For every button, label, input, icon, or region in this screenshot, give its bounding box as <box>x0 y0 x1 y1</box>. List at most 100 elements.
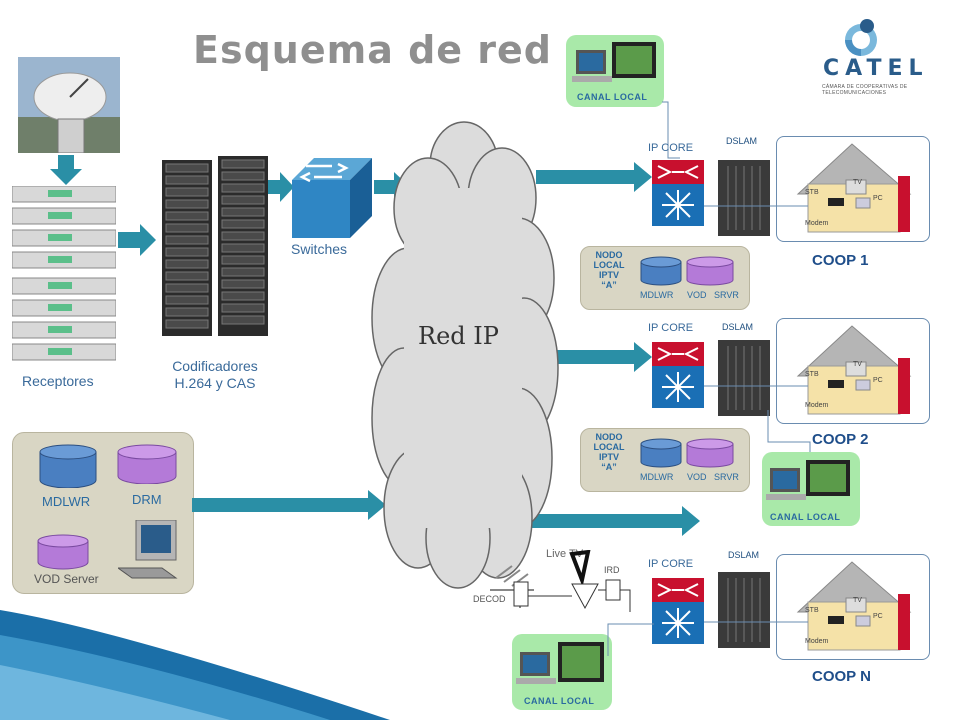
encoder-unit <box>165 223 209 233</box>
database-icon <box>39 444 97 488</box>
connector-line <box>662 101 680 159</box>
computer-icon <box>118 520 178 579</box>
coop-label: COOP 2 <box>812 431 869 448</box>
nodo-label: NODO LOCAL IPTV “A” <box>584 250 634 290</box>
nodo-line4: “A” <box>601 462 617 472</box>
receiver-display <box>48 212 72 219</box>
tv-monitor-icon <box>766 460 850 500</box>
dslam-label: DSLAM <box>728 550 760 560</box>
ip-cloud <box>371 121 559 589</box>
encoder-unit <box>165 259 209 269</box>
receivers-icon <box>12 186 116 361</box>
receiver-display <box>48 190 72 197</box>
arrow-right-icon <box>192 490 386 520</box>
dslam-label: DSLAM <box>722 322 754 332</box>
nodo-mdlwr-label: MDLWR <box>640 472 674 482</box>
tv-monitor-icon <box>516 642 604 684</box>
router-icon <box>652 342 704 408</box>
connector-line <box>704 205 808 207</box>
database-icon <box>640 256 682 286</box>
receptores-label: Receptores <box>22 373 94 389</box>
encoder-unit <box>221 303 265 313</box>
dslam-label: DSLAM <box>726 136 758 146</box>
nodo-mdlwr-label: MDLWR <box>640 290 674 300</box>
receiver-display <box>48 326 72 333</box>
encoder-unit <box>221 243 265 253</box>
database-icon <box>37 534 89 570</box>
house-pc-label: PC <box>873 613 883 620</box>
dslam-rack-icon <box>718 340 770 416</box>
encoder-unit <box>221 279 265 289</box>
house-modem-label: Modem <box>805 402 829 409</box>
house-tv-label: TV <box>853 597 862 604</box>
decod-label: DECOD <box>473 594 506 604</box>
arrow-right-icon <box>536 162 652 192</box>
receiver-display <box>48 234 72 241</box>
coop-label: COOP 1 <box>812 252 869 269</box>
nodo-vod-label: VOD <box>687 290 707 300</box>
house-stb-label: STB <box>805 607 819 614</box>
database-icon <box>686 438 734 468</box>
encoder-unit <box>165 307 209 317</box>
database-icon <box>640 438 682 468</box>
ip-core-label: IP CORE <box>648 142 694 154</box>
database-icon <box>117 444 177 484</box>
nodo-line3: IPTV <box>598 452 619 462</box>
encoder-unit <box>221 291 265 301</box>
coop-label: COOP N <box>812 668 871 685</box>
encoder-unit <box>221 315 265 325</box>
ird-label: IRD <box>604 565 620 575</box>
encoder-unit <box>165 295 209 305</box>
house-tv-label: TV <box>853 179 862 186</box>
server-drm-label: DRM <box>132 492 162 507</box>
encoder-unit <box>165 163 209 173</box>
nodo-srvr-label: SRVR <box>714 290 739 300</box>
encoder-unit <box>165 211 209 221</box>
page-title: Esquema de red <box>193 28 552 72</box>
nodo-vod-label: VOD <box>687 472 707 482</box>
encoder-unit <box>221 255 265 265</box>
house-tv-label: TV <box>853 361 862 368</box>
nodo-label: NODO LOCAL IPTV “A” <box>584 432 634 472</box>
connector-line <box>704 621 808 623</box>
decorative-swoosh <box>0 610 390 720</box>
encoder-unit <box>221 231 265 241</box>
nodo-srvr-label: SRVR <box>714 472 739 482</box>
arrow-down-icon <box>50 155 82 185</box>
encoder-unit <box>221 219 265 229</box>
house-icon <box>796 561 912 651</box>
dslam-rack-icon <box>718 572 770 648</box>
encoder-unit <box>165 271 209 281</box>
encoder-rack-icon <box>162 156 268 336</box>
nodo-line4: “A” <box>601 280 617 290</box>
house-modem-label: Modem <box>805 220 829 227</box>
catel-logo: CATEL CÁMARA DE COOPERATIVAS DE TELECOMU… <box>795 12 955 96</box>
encoder-unit <box>165 319 209 329</box>
database-icon <box>686 256 734 286</box>
encoder-unit <box>165 247 209 257</box>
house-modem-label: Modem <box>805 638 829 645</box>
house-pc-label: PC <box>873 195 883 202</box>
vod-server-label: VOD Server <box>34 572 99 586</box>
catel-logo-mark <box>845 19 877 56</box>
satellite-dish-icon <box>18 57 120 153</box>
logo-subtitle: CÁMARA DE COOPERATIVAS DE TELECOMUNICACI… <box>822 84 908 96</box>
canal-local-label: CANAL LOCAL <box>524 696 595 706</box>
arrow-right-icon <box>500 506 700 536</box>
nodo-line2: LOCAL <box>593 442 625 452</box>
arrow-right-icon <box>268 172 294 202</box>
logo-name: CATEL <box>823 56 929 81</box>
switches-label: Switches <box>291 241 348 257</box>
router-icon <box>652 160 704 226</box>
encoder-unit <box>221 195 265 205</box>
encoder-unit <box>221 207 265 217</box>
nodo-line2: LOCAL <box>593 260 625 270</box>
encoder-unit <box>221 171 265 181</box>
house-icon <box>796 143 912 233</box>
house-stb-label: STB <box>805 371 819 378</box>
receiver-display <box>48 304 72 311</box>
receiver-display <box>48 256 72 263</box>
codificadores-label: Codificadores H.264 y CAS <box>150 358 280 392</box>
tv-monitor-icon <box>572 42 656 82</box>
antenna-icon <box>490 550 591 608</box>
